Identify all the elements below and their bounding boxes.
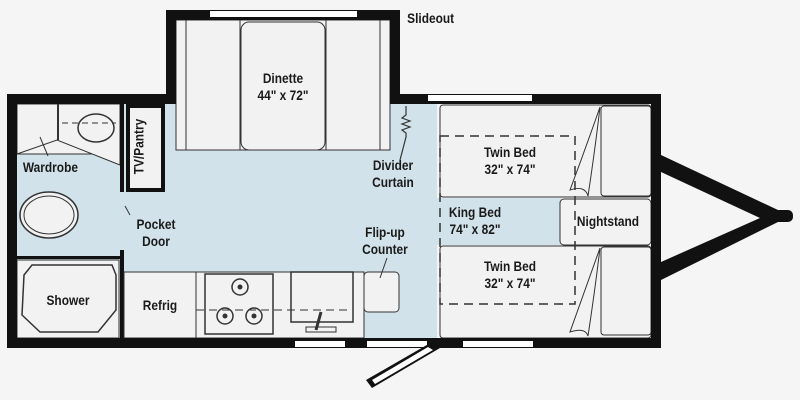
twin-bed-top-name: Twin Bed	[483, 144, 537, 160]
flip-up-counter-line2: Counter	[362, 241, 408, 257]
twin-bed-bottom-name: Twin Bed	[483, 258, 537, 274]
refrigerator	[123, 271, 197, 339]
kitchen-sink	[290, 271, 354, 323]
dinette-seat-right	[325, 19, 381, 151]
king-bed-name: King Bed	[448, 204, 502, 220]
window	[295, 341, 345, 347]
pocket-door-line1: Pocket	[136, 216, 176, 232]
dinette-table	[240, 21, 326, 151]
stovetop	[204, 273, 274, 335]
sink-basin	[77, 113, 115, 143]
window	[210, 11, 357, 17]
shower-label: Shower	[46, 292, 90, 308]
nightstand-label: Nightstand	[576, 213, 640, 229]
refrig-label: Refrig	[142, 297, 178, 313]
dinette-size: 44" x 72"	[257, 87, 309, 103]
wardrobe-label: Wardrobe	[22, 159, 78, 175]
window	[463, 341, 533, 347]
king-bed-size: 74" x 82"	[449, 221, 501, 237]
king-bed-floor	[437, 198, 562, 245]
pocket-door-line2: Door	[142, 233, 170, 249]
window	[428, 95, 532, 101]
divider-curtain-line2: Curtain	[372, 174, 414, 190]
dinette-name: Dinette	[262, 70, 304, 86]
twin-bed-top-size: 32" x 74"	[484, 161, 536, 177]
toilet	[19, 191, 79, 239]
divider-curtain-icon	[399, 106, 412, 161]
slideout-label: Slideout	[407, 10, 455, 26]
twin-bed-bottom-size: 32" x 74"	[484, 275, 536, 291]
shower-pan	[21, 264, 117, 333]
trailer-hitch	[661, 155, 778, 280]
flip-up-counter	[363, 271, 400, 313]
dinette-seat-left	[185, 19, 241, 151]
window	[367, 341, 427, 347]
divider-curtain-line1: Divider	[372, 157, 414, 173]
tv-pantry-label: TV/Pantry	[130, 118, 147, 175]
king-bed-outline	[439, 135, 576, 305]
flip-up-counter-line1: Flip-up	[365, 224, 405, 240]
